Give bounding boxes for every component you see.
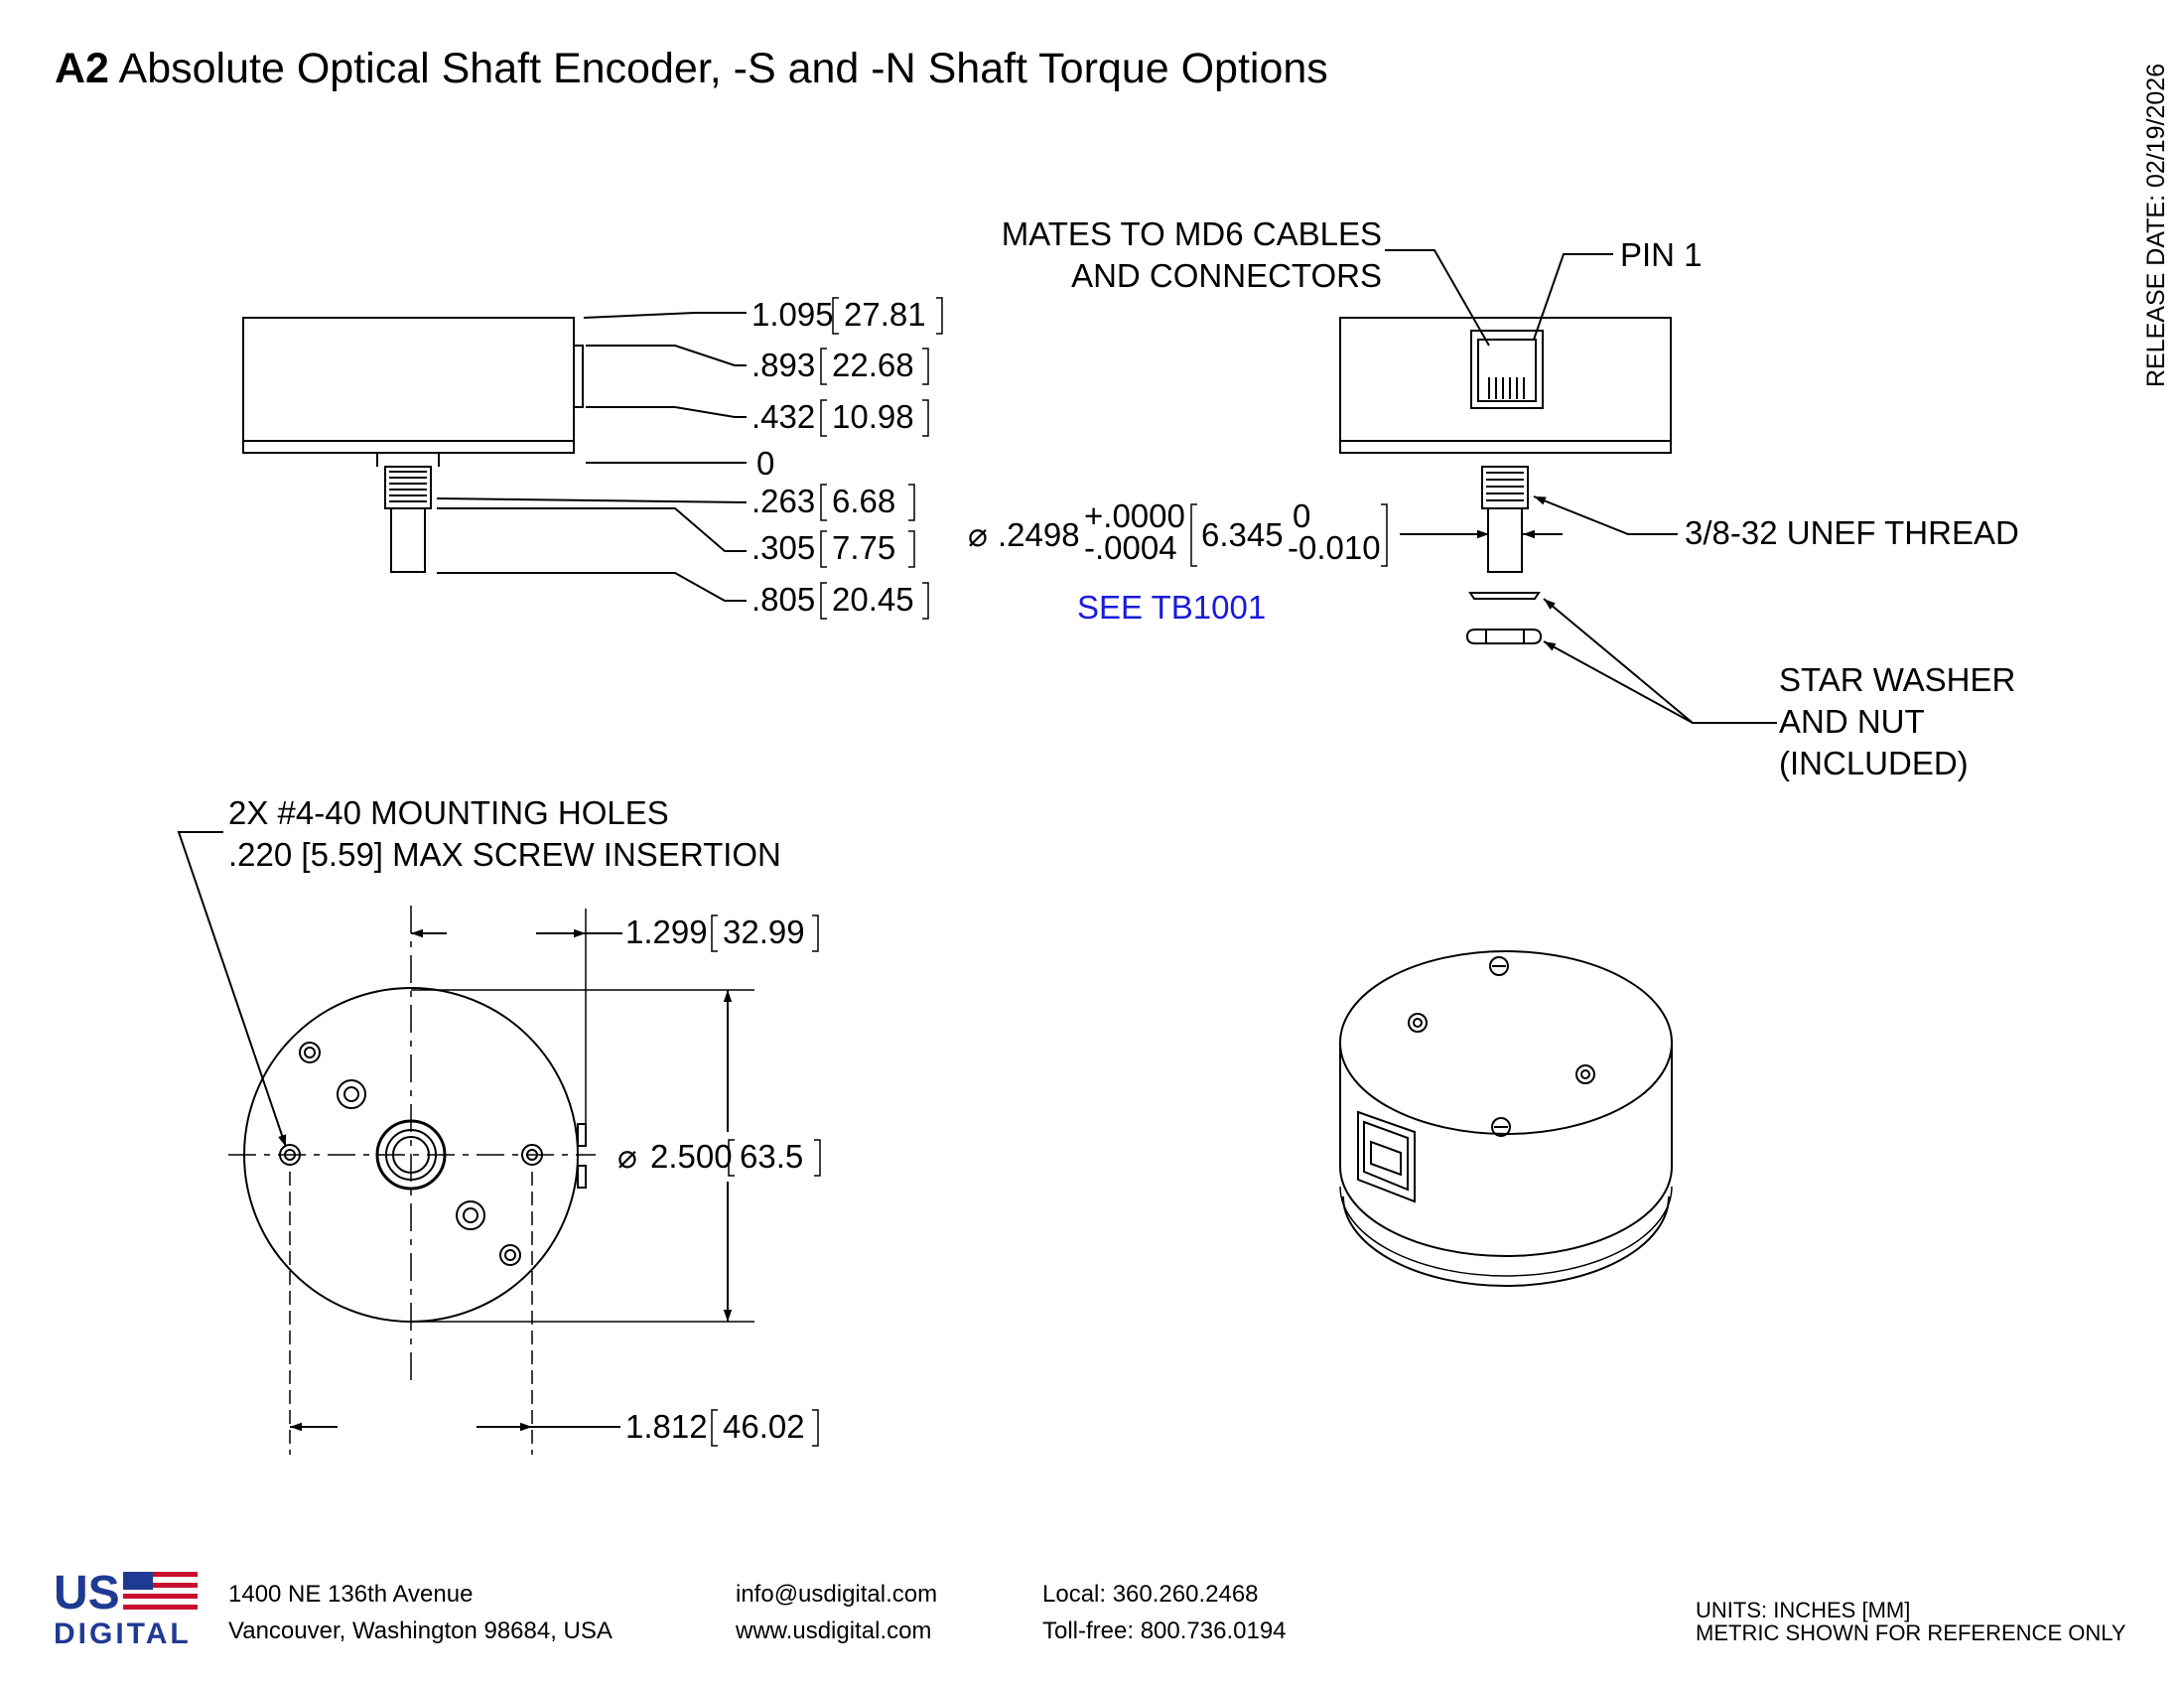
- dim-d7-in: .805: [751, 581, 815, 618]
- dim-top-in: 1.299: [625, 914, 708, 950]
- dim-dia-symbol: ⌀: [617, 1138, 637, 1175]
- website-link[interactable]: www.usdigital.com: [735, 1618, 931, 1644]
- dim-d3-in: .432: [751, 398, 815, 435]
- leader-d5: [436, 497, 748, 503]
- front-view-labels: 2X #4-40 MOUNTING HOLES .220 [5.59] MAX …: [228, 794, 805, 1445]
- shaft-tol-mm-plus: 0: [1293, 497, 1310, 534]
- units-line-1: UNITS: INCHES [MM]: [1696, 1598, 1910, 1622]
- iso-top-face: [1339, 950, 1673, 1135]
- connector-tab-2: [577, 1165, 587, 1189]
- flag-icon: [123, 1572, 153, 1590]
- shaft: [390, 507, 426, 573]
- encoder-body: [242, 317, 575, 454]
- holes-line-1: 2X #4-40 MOUNTING HOLES: [228, 794, 669, 831]
- see-tb1001-link[interactable]: SEE TB1001: [1077, 589, 1266, 626]
- logo-digital: DIGITAL: [54, 1618, 192, 1650]
- dim-bottom-mm: 46.02: [723, 1408, 805, 1445]
- connector-profile: [573, 345, 584, 408]
- washer-line-2: AND NUT: [1779, 703, 1925, 740]
- isometric-view: [1339, 950, 1673, 1287]
- email-link[interactable]: info@usdigital.com: [736, 1581, 937, 1608]
- washer-line-3: (INCLUDED): [1779, 745, 1969, 781]
- leader-d3: [586, 406, 747, 418]
- mates-line-2: AND CONNECTORS: [1071, 257, 1382, 294]
- connector-tab-1: [577, 1123, 587, 1147]
- dim-d5-mm: 6.68: [832, 483, 895, 519]
- dim-bottom-in: 1.812: [625, 1408, 708, 1445]
- iso-hole-3: [1575, 1064, 1595, 1084]
- holes-line-2: .220 [5.59] MAX SCREW INSERTION: [228, 836, 781, 873]
- leader-d7: [437, 572, 747, 602]
- dim-d3-mm: 10.98: [832, 398, 914, 435]
- dim-d1-in: 1.095: [751, 296, 834, 333]
- encoder-body-rear: [1339, 317, 1672, 454]
- svg-text:1.095: 1.095: [751, 296, 834, 333]
- leader-d6: [437, 507, 747, 552]
- leader-d1: [583, 312, 747, 319]
- shaft-rear: [1487, 507, 1523, 573]
- shaft-dia-in: .2498: [998, 516, 1080, 553]
- dim-d6-mm: 7.75: [832, 529, 895, 566]
- shaft-tol-mm-minus: -0.010: [1288, 529, 1381, 566]
- side-view: [242, 312, 748, 602]
- iso-connector: [1357, 1110, 1416, 1203]
- leader-pin1: [1533, 253, 1613, 341]
- small-hole-lower: [499, 1244, 521, 1266]
- nut: [1465, 629, 1543, 644]
- leader-thread: [1533, 495, 1678, 535]
- washer-line-1: STAR WASHER: [1779, 661, 2015, 698]
- dim-d2-in: .893: [751, 347, 815, 383]
- rj-connector: [1470, 330, 1544, 409]
- star-washer: [1468, 592, 1541, 600]
- thread-label: 3/8-32 UNEF THREAD: [1685, 514, 2019, 551]
- connector-view: [1339, 249, 1777, 724]
- logo-us: US: [54, 1567, 120, 1619]
- footer: US DIGITAL 1400 NE 136th Avenue Vancouve…: [54, 1567, 2126, 1650]
- shaft-tol-plus: +.0000: [1084, 497, 1185, 534]
- dim-d7-mm: 20.45: [832, 581, 914, 618]
- dim-dia-mm: 63.5: [740, 1138, 803, 1175]
- small-hole-upper: [299, 1042, 321, 1063]
- side-view-brackets: [820, 297, 943, 620]
- page-title: A2 Absolute Optical Shaft Encoder, -S an…: [55, 45, 1328, 93]
- iso-hole-4: [1491, 1117, 1511, 1137]
- us-digital-logo: US DIGITAL: [54, 1567, 198, 1650]
- shaft-tol-minus: -.0004: [1084, 529, 1177, 566]
- shaft-tol-brackets: [1190, 503, 1388, 567]
- leader-mates: [1385, 249, 1490, 347]
- phone-tollfree: Toll-free: 800.736.0194: [1042, 1618, 1287, 1644]
- dim-d1-mm: 27.81: [844, 296, 926, 333]
- leader-nut: [1543, 640, 1694, 724]
- dim-d4-in: 0: [756, 445, 774, 482]
- dim-dia-in: 2.500: [650, 1138, 733, 1175]
- dim-d6-in: .305: [751, 529, 815, 566]
- leader-d2: [586, 345, 747, 366]
- mates-line-1: MATES TO MD6 CABLES: [1002, 215, 1382, 252]
- dim-top-mm: 32.99: [723, 914, 805, 950]
- phone-local: Local: 360.260.2468: [1042, 1581, 1259, 1608]
- iso-hole-2: [1408, 1013, 1428, 1033]
- side-view-dimensions: 1.095 27.81 .893 22.68 .432 10.98 0 .263…: [751, 296, 926, 618]
- iso-hole-1: [1489, 956, 1509, 976]
- connector-view-labels: MATES TO MD6 CABLES AND CONNECTORS PIN 1…: [968, 215, 2019, 781]
- pin1-label: PIN 1: [1620, 236, 1703, 273]
- front-view-brackets: [711, 914, 821, 1447]
- shaft-dia-symbol: ⌀: [968, 516, 988, 553]
- front-view: [177, 831, 754, 1455]
- iso-body-side: [1339, 1043, 1673, 1257]
- units-line-2: METRIC SHOWN FOR REFERENCE ONLY: [1696, 1620, 2126, 1645]
- shaft-dia-mm: 6.345: [1201, 516, 1284, 553]
- dim-d5-in: .263: [751, 483, 815, 519]
- leader-mounting-holes: [177, 831, 287, 1148]
- dim-d2-mm: 22.68: [832, 347, 914, 383]
- address-line-1: 1400 NE 136th Avenue: [228, 1581, 473, 1608]
- title-text: Absolute Optical Shaft Encoder, -S and -…: [118, 45, 1328, 92]
- address-line-2: Vancouver, Washington 98684, USA: [228, 1618, 613, 1644]
- screw-lower: [456, 1200, 485, 1230]
- screw-upper: [337, 1079, 366, 1109]
- model-label: A2: [55, 45, 109, 92]
